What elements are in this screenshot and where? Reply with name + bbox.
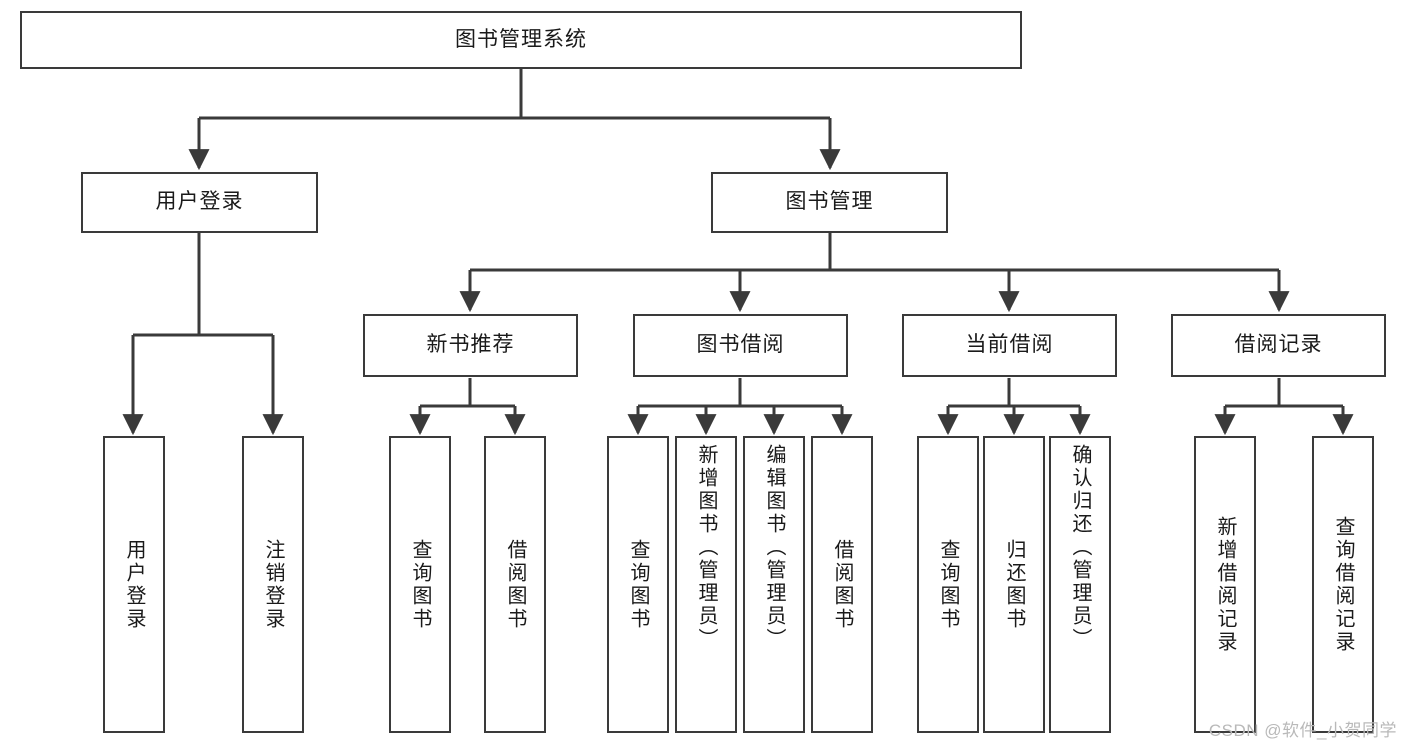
node-leaf-query-book-3-label: 查询图书	[937, 538, 959, 631]
node-current-borrow[interactable]: 当前借阅	[902, 314, 1117, 377]
node-leaf-return-book[interactable]: 归还图书	[983, 436, 1045, 733]
node-leaf-user-login[interactable]: 用户登录	[103, 436, 165, 733]
node-leaf-logout[interactable]: 注销登录	[242, 436, 304, 733]
node-leaf-add-book-label: 新增图书（管理员）	[695, 444, 717, 651]
node-user-login[interactable]: 用户登录	[81, 172, 318, 233]
node-leaf-confirm-return[interactable]: 确认归还（管理员）	[1049, 436, 1111, 733]
node-leaf-query-book-1[interactable]: 查询图书	[389, 436, 451, 733]
node-borrow-record[interactable]: 借阅记录	[1171, 314, 1386, 377]
node-leaf-logout-label: 注销登录	[262, 538, 284, 631]
node-leaf-query-record[interactable]: 查询借阅记录	[1312, 436, 1374, 733]
node-leaf-user-login-label: 用户登录	[123, 538, 145, 631]
node-leaf-query-record-label: 查询借阅记录	[1332, 515, 1354, 654]
node-new-book-rec-label: 新书推荐	[426, 333, 515, 357]
node-leaf-add-record-label: 新增借阅记录	[1214, 515, 1236, 654]
node-new-book-rec[interactable]: 新书推荐	[363, 314, 578, 377]
node-book-borrow-label: 图书借阅	[696, 333, 785, 357]
node-leaf-add-book[interactable]: 新增图书（管理员）	[675, 436, 737, 733]
node-leaf-confirm-return-label: 确认归还（管理员）	[1069, 444, 1091, 651]
node-leaf-query-book-1-label: 查询图书	[409, 538, 431, 631]
node-leaf-borrow-book-1[interactable]: 借阅图书	[484, 436, 546, 733]
node-leaf-query-book-2-label: 查询图书	[627, 538, 649, 631]
node-leaf-borrow-book-1-label: 借阅图书	[504, 538, 526, 631]
node-leaf-edit-book[interactable]: 编辑图书（管理员）	[743, 436, 805, 733]
csdn-watermark: CSDN @软件_小贺同学	[1208, 721, 1397, 740]
node-root-label: 图书管理系统	[455, 27, 587, 51]
node-leaf-return-book-label: 归还图书	[1003, 538, 1025, 631]
node-book-manage[interactable]: 图书管理	[711, 172, 948, 233]
node-leaf-add-record[interactable]: 新增借阅记录	[1194, 436, 1256, 733]
node-leaf-query-book-3[interactable]: 查询图书	[917, 436, 979, 733]
node-current-borrow-label: 当前借阅	[965, 333, 1054, 357]
node-user-login-label: 用户登录	[155, 190, 244, 214]
node-leaf-borrow-book-2-label: 借阅图书	[831, 538, 853, 631]
node-borrow-record-label: 借阅记录	[1234, 333, 1323, 357]
node-root[interactable]: 图书管理系统	[20, 11, 1022, 69]
node-leaf-borrow-book-2[interactable]: 借阅图书	[811, 436, 873, 733]
node-leaf-edit-book-label: 编辑图书（管理员）	[763, 444, 785, 651]
node-book-borrow[interactable]: 图书借阅	[633, 314, 848, 377]
node-book-manage-label: 图书管理	[785, 190, 874, 214]
node-leaf-query-book-2[interactable]: 查询图书	[607, 436, 669, 733]
